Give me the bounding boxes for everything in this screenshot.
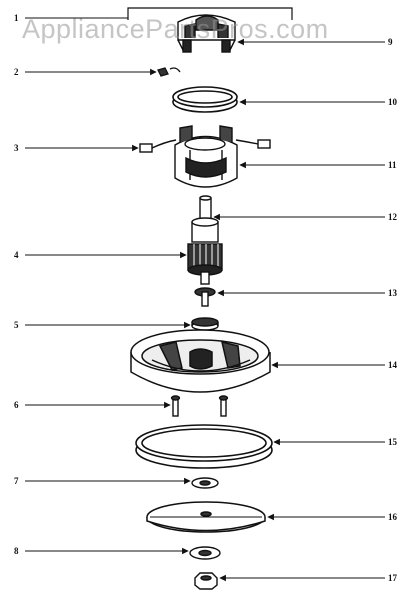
part-13-bushing [194, 287, 216, 307]
part-16-disc [146, 501, 266, 533]
part-17-nut [194, 572, 218, 590]
callout-11: 11 [388, 160, 397, 170]
callout-13: 13 [388, 288, 398, 298]
part-14-housing [130, 329, 271, 393]
part-12-shaft [199, 195, 212, 221]
callout-8: 8 [14, 546, 19, 556]
part-11-stator [139, 125, 271, 188]
right-leader-lines [213, 38, 385, 582]
part-15-gasket [135, 424, 273, 469]
callout-17: 17 [388, 573, 398, 583]
part-10-ring [172, 86, 238, 113]
part-1-bracket [127, 7, 293, 20]
callout-12: 12 [388, 212, 398, 222]
left-callouts: 1 2 3 4 5 6 7 8 [14, 13, 19, 556]
callout-14: 14 [388, 360, 398, 370]
right-callouts: 9 10 11 12 13 14 15 16 17 [388, 37, 398, 583]
callout-9: 9 [388, 37, 393, 47]
part-7-washer [191, 477, 219, 489]
callout-7: 7 [14, 476, 19, 486]
callout-2: 2 [14, 67, 19, 77]
left-leader-lines [25, 17, 191, 555]
part-9-top-cap [177, 14, 236, 53]
part-4-armature [187, 217, 223, 285]
part-6-screws [170, 395, 229, 417]
callout-4: 4 [14, 250, 19, 260]
callout-15: 15 [388, 437, 398, 447]
callout-5: 5 [14, 320, 19, 330]
callout-1: 1 [14, 13, 19, 23]
callout-3: 3 [14, 143, 19, 153]
part-2-clip [157, 67, 181, 77]
part-5-bearing [191, 317, 219, 331]
callout-16: 16 [388, 512, 398, 522]
callout-6: 6 [14, 400, 19, 410]
callout-10: 10 [388, 97, 398, 107]
part-8-washer [189, 546, 221, 560]
